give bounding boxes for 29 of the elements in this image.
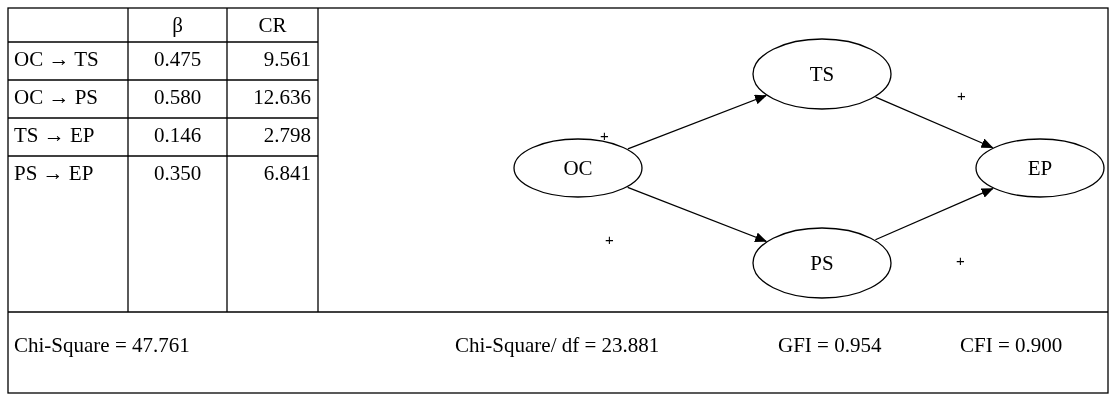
fit-statistic: Chi-Square/ df = 23.881 [455, 333, 660, 357]
table-cell-text: 12.636 [252, 85, 311, 109]
ellipse-node: OC [513, 138, 643, 198]
table-cell-text: 0.580 [152, 85, 203, 109]
arrow [627, 94, 767, 150]
table-cell: OC → PS [14, 85, 99, 109]
ellipse-node: EP [975, 138, 1105, 198]
edge-label: + [605, 232, 614, 248]
table-cell-text: 0.350 [152, 161, 203, 185]
header-cell-text: CR [257, 13, 288, 37]
table-cell: TS → EP [14, 123, 95, 147]
table-cell-text: 2.798 [262, 123, 311, 147]
header-cell-text: β [171, 13, 184, 37]
fit-statistic: GFI = 0.954 [778, 333, 882, 357]
fit-statistic: Chi-Square = 47.761 [14, 333, 190, 357]
ellipse-node: TS [752, 38, 892, 110]
edge-label: + [957, 88, 966, 104]
arrow [874, 187, 994, 241]
fit-statistic: CFI = 0.900 [960, 333, 1063, 357]
table-cell-text: 0.475 [152, 47, 203, 71]
table-cell-text: 0.146 [152, 123, 203, 147]
table-cell-text: 9.561 [262, 47, 311, 71]
arrow [875, 96, 994, 149]
arrow [627, 186, 768, 242]
table-cell-text: 6.841 [262, 161, 311, 185]
table-cell: PS → EP [14, 161, 94, 185]
edge-label: + [956, 253, 965, 269]
ellipse-node: PS [752, 227, 892, 299]
table-cell: OC → TS [14, 47, 99, 71]
